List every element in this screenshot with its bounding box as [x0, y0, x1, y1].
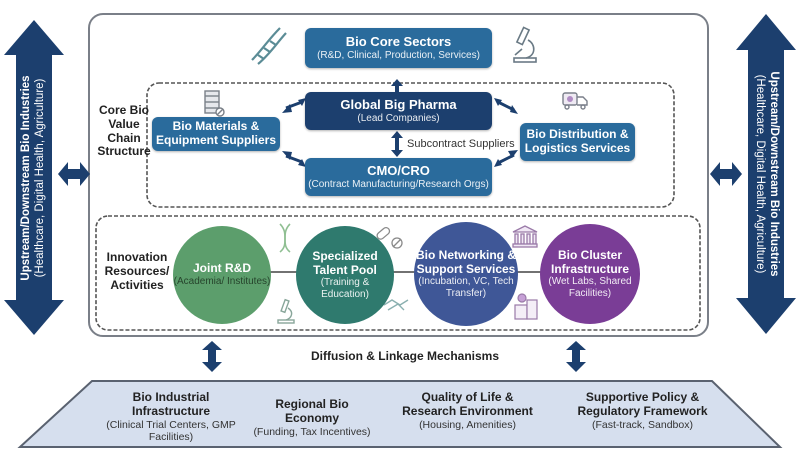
left-industries-subtitle: (Healthcare, Digital Health, Agriculture… — [34, 78, 46, 278]
right-industries-title: Upstream/Downstream Bio Industries — [767, 71, 780, 277]
right-industries-label: Upstream/Downstream Bio Industries (Heal… — [752, 71, 780, 276]
foundation-base — [17, 380, 783, 448]
networking-title: Bio Networking & Support Services — [415, 247, 516, 276]
foundation-item-title: Bio Industrial Infrastructure — [131, 390, 211, 418]
big-pharma-title: Global Big Pharma — [340, 96, 457, 112]
networking-subtitle: (Incubation, VC, Tech Transfer) — [418, 276, 514, 299]
left-link-arrow — [58, 162, 90, 186]
diagonal-arrows — [282, 98, 518, 167]
handshake-icon — [383, 299, 409, 311]
core-to-pharma-arrow — [391, 79, 403, 92]
foundation-item: Quality of Life & Research Environment (… — [400, 390, 535, 431]
foundation-item-title: Supportive Policy & Regulatory Framework — [577, 390, 708, 418]
bio-materials-title: Bio Materials & Equipment Suppliers — [155, 119, 276, 147]
joint-rd-title: Joint R&D — [193, 261, 251, 276]
big-pharma-box: Global Big Pharma (Lead Companies) — [305, 92, 492, 130]
foundation-item: Bio Industrial Infrastructure (Clinical … — [96, 390, 246, 443]
bio-core-sectors-subtitle: (R&D, Clinical, Production, Services) — [317, 49, 480, 61]
institution-icon — [512, 225, 538, 248]
cluster-infrastructure-subtitle: (Wet Labs, Shared Facilities) — [548, 276, 632, 299]
foundation-item: Regional Bio Economy (Funding, Tax Incen… — [252, 397, 372, 438]
cmo-cro-subtitle: (Contract Manufacturing/Research Orgs) — [308, 178, 489, 190]
foundation-item-subtitle: (Housing, Amenities) — [419, 418, 516, 431]
left-industries-label: Upstream/Downstream Bio Industries (Heal… — [20, 75, 48, 280]
dna-icon-small — [279, 223, 291, 253]
foundation-item-subtitle: (Funding, Tax Incentives) — [253, 425, 371, 438]
left-vertical-arrow — [4, 20, 64, 335]
storage-rack-icon — [204, 90, 225, 117]
foundation-item: Supportive Policy & Regulatory Framework… — [570, 390, 715, 431]
foundation-item-title: Regional Bio Economy — [275, 397, 349, 425]
cluster-infrastructure-node: Bio Cluster Infrastructure (Wet Labs, Sh… — [540, 224, 640, 324]
diffusion-label: Diffusion & Linkage Mechanisms — [310, 349, 500, 363]
talent-pool-subtitle: (Training & Education) — [320, 277, 370, 300]
foundation-item-title: Quality of Life & Research Environment — [402, 390, 533, 418]
diffusion-arrow-left — [202, 341, 222, 372]
right-vertical-arrow — [736, 14, 796, 334]
bio-distribution-title: Bio Distribution & Logistics Services — [524, 127, 631, 155]
left-industries-title: Upstream/Downstream Bio Industries — [20, 75, 33, 281]
innovation-container — [95, 215, 701, 331]
value-chain-label: Core Bio Value Chain Structure — [97, 103, 151, 159]
subcontract-suppliers-label: Subcontract Suppliers — [407, 138, 515, 150]
innovation-label: Innovation Resources/ Activities — [104, 250, 170, 292]
foundation-item-subtitle: (Clinical Trial Centers, GMP Facilities) — [106, 418, 236, 443]
microscope-icon — [513, 26, 537, 63]
cmo-cro-box: CMO/CRO (Contract Manufacturing/Research… — [305, 158, 492, 196]
networking-node: Bio Networking & Support Services (Incub… — [414, 222, 518, 326]
delivery-truck-icon — [562, 92, 588, 110]
microscope-icon-small — [277, 298, 295, 324]
value-chain-container — [146, 82, 675, 208]
lab-building-icon — [514, 293, 538, 320]
cluster-infrastructure-title: Bio Cluster Infrastructure — [550, 247, 630, 276]
pharma-cmo-arrow — [391, 131, 403, 157]
bio-core-sectors-box: Bio Core Sectors (R&D, Clinical, Product… — [305, 28, 492, 68]
joint-rd-node: Joint R&D (Academia/ Institutes) — [173, 226, 271, 324]
joint-rd-subtitle: (Academia/ Institutes) — [173, 276, 271, 288]
talent-pool-node: Specialized Talent Pool (Training & Educ… — [296, 226, 394, 324]
bio-materials-box: Bio Materials & Equipment Suppliers — [152, 117, 280, 151]
bio-distribution-box: Bio Distribution & Logistics Services — [520, 123, 635, 161]
right-link-arrow — [710, 162, 742, 186]
cmo-cro-title: CMO/CRO — [367, 162, 430, 178]
foundation-item-subtitle: (Fast-track, Sandbox) — [592, 418, 693, 431]
right-industries-subtitle: (Healthcare, Digital Health, Agriculture… — [754, 74, 766, 274]
talent-pool-title: Specialized Talent Pool — [312, 248, 378, 277]
dna-icon — [251, 27, 287, 65]
bio-core-sectors-title: Bio Core Sectors — [345, 33, 452, 49]
diffusion-arrow-right — [566, 341, 586, 372]
big-pharma-subtitle: (Lead Companies) — [357, 112, 440, 124]
